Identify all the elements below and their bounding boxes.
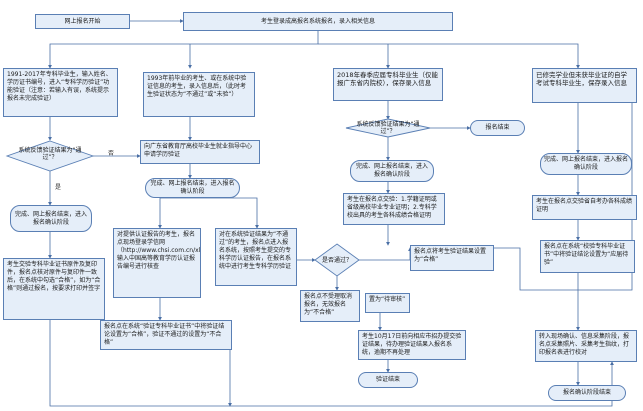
- sub-b-box: 对在系统验证结果为“不通过”的考生，报名点进入报名系统，按照考生提交的专科学历认…: [215, 228, 297, 286]
- col2-intro-box: 1993年前毕业的考生、或在系统中验证信息的考生，录入信息后，（此时考生验证状态…: [143, 72, 255, 117]
- col1-bottom-box: 考生交验专科毕业证书原件及复印件，报名点核对原件与复印件一致后，在系统中勾选“合…: [3, 258, 105, 320]
- col1-done-box: 完成、网上报名结束，进入报名确认阶段: [10, 205, 92, 232]
- end-b-box: 验证结束: [358, 372, 418, 388]
- col4-set-box: 报名点在系统“校验专科毕业证书”中将验证结论设置为“应届待验”: [540, 240, 635, 273]
- col1-intro-box: 1991-2017年专科毕业生，输入姓名、学历证书编号，进入“专科学历验证”功能…: [3, 68, 118, 117]
- decision-2-text: 是否通过？: [321, 257, 352, 264]
- col3-pending-box: 置为“待审核”: [365, 293, 410, 313]
- col3-confirm-box: 考生在报名点交验：1.学籍证明或省级高校毕业专业证明；2.专科学校出具的考生各科…: [343, 193, 445, 225]
- col4-done-box: 完成、网上报名结束，进入报名确认阶段: [540, 153, 632, 175]
- mid-done-box: 完成、网上报名结束，进入报名确认阶段: [145, 178, 240, 198]
- col3-no-box: 报名点不受理取消报名，无效报名为“不合格”: [300, 290, 360, 322]
- end-a-box: 报名结束: [470, 120, 525, 136]
- col4-intro-box: 已修完学业但未获毕业证的自学考试专科毕业生，保存录入信息: [532, 68, 637, 103]
- decision-3-text: 系统反馈验证结果为“通过”？: [356, 121, 420, 135]
- login-box: 考生登录成高报名系统报名，录入相关信息: [183, 12, 453, 31]
- decision-diamond-3: [345, 118, 431, 138]
- col4-final-box: 转入现场确认、信息采集阶段，报名点采集照片、采集考生指纹，打印报名表进行校对: [535, 330, 637, 362]
- decision-diamond-2: [314, 243, 360, 277]
- decision-1-yes-label: 是: [55, 184, 62, 191]
- col4-grade-box: 考生在报名点交验省自考办各科成绩证明: [532, 195, 637, 220]
- col3-set-box: 报名点将考生验证结果设置为“合格”: [410, 245, 494, 271]
- sub-a-box: 对提供认证报告的考生，报名点现场登录学信网（http://www.chsi.co…: [113, 228, 201, 298]
- mid-bottom-box: 报名点在系统“验证专科毕业证书”中将验证结论设置为“合格”，验证不通过的设置为“…: [100, 320, 232, 350]
- decision-1-text: 系统反馈验证结果为“通过”？: [18, 147, 82, 161]
- start-box: 网上报名开始: [35, 14, 130, 29]
- end-c-box: 报名确认阶段结束: [548, 385, 626, 401]
- mid-apply-box: 向广东省教育厅高校毕业生就业指导中心申请学历验证: [140, 140, 260, 164]
- col3-intro-box: 2018年春季应届专科毕业生（仅能报广东省内院校），保存录入信息: [333, 68, 443, 101]
- decision-1-no-label: 否: [108, 150, 115, 157]
- col3-done-box: 完成、网上报名结束，进入报名确认阶段: [350, 160, 434, 182]
- decision-diamond-1: [5, 140, 95, 172]
- col3-note-box: 考生10月17日前向相应市招办提交验证结果，待办理验证结果入报名系统，逾期不再处…: [358, 330, 466, 360]
